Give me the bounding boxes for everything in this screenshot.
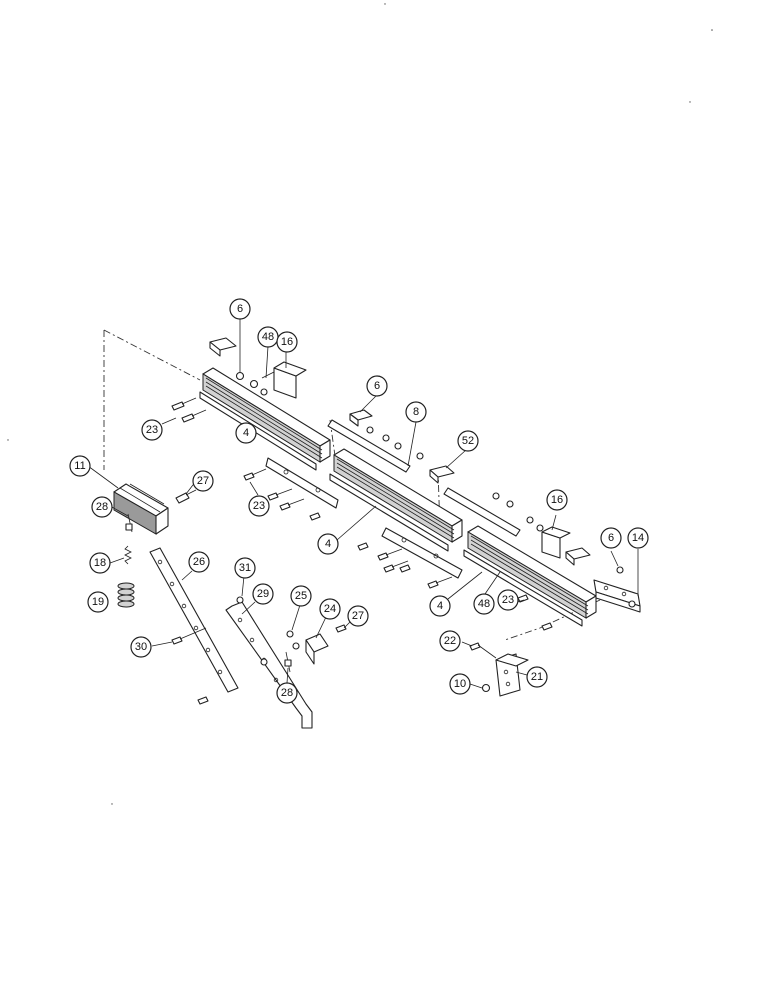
callout-22: 22 — [439, 630, 461, 652]
svg-text:6: 6 — [237, 303, 243, 315]
svg-text:27: 27 — [352, 610, 364, 622]
svg-text:16: 16 — [551, 494, 563, 506]
dashed-alignment-right — [504, 599, 601, 641]
bolt-23-group-1 — [171, 397, 207, 423]
fasteners — [171, 371, 636, 631]
svg-text:28: 28 — [281, 687, 293, 699]
carriage-assembly — [113, 483, 197, 608]
callout-27-bracket: 27 — [347, 605, 369, 627]
callout-27-carriage: 27 — [192, 470, 214, 492]
callout-48-right: 48 — [473, 593, 495, 615]
svg-text:4: 4 — [325, 538, 331, 550]
callout-8: 8 — [405, 401, 427, 423]
dashed-alignment-left — [103, 329, 201, 470]
svg-text:24: 24 — [324, 603, 336, 615]
callout-19: 19 — [87, 591, 109, 613]
svg-text:28: 28 — [96, 501, 108, 513]
svg-text:30: 30 — [135, 641, 147, 653]
callout-31: 31 — [234, 557, 256, 579]
callout-16-top: 16 — [276, 331, 298, 353]
svg-text:26: 26 — [193, 556, 205, 568]
callout-24: 24 — [319, 598, 341, 620]
callout-25: 25 — [290, 585, 312, 607]
svg-text:10: 10 — [454, 678, 466, 690]
svg-text:23: 23 — [253, 500, 265, 512]
callout-23-top: 23 — [141, 419, 163, 441]
svg-text:4: 4 — [243, 427, 249, 439]
callout-4-middle: 4 — [317, 533, 339, 555]
callout-48-top: 48 — [257, 326, 279, 348]
svg-text:21: 21 — [531, 671, 543, 683]
callout-28-carriage: 28 — [91, 496, 113, 518]
header-bracket-21 — [469, 642, 529, 697]
bolt-23-group-2 — [243, 468, 321, 521]
callout-14: 14 — [627, 527, 649, 549]
svg-text:27: 27 — [197, 475, 209, 487]
svg-text:19: 19 — [92, 596, 104, 608]
rail-section-3 — [463, 525, 641, 627]
svg-text:11: 11 — [74, 460, 85, 472]
callout-21: 21 — [526, 666, 548, 688]
svg-text:23: 23 — [502, 594, 514, 606]
straight-arm-26 — [149, 547, 239, 693]
callout-4-top: 4 — [235, 422, 257, 444]
rail-section-1 — [199, 367, 339, 509]
callout-10: 10 — [449, 673, 471, 695]
svg-text:6: 6 — [374, 380, 380, 392]
callout-11: 11 — [69, 455, 91, 477]
scan-noise — [7, 3, 713, 805]
callout-29: 29 — [252, 583, 274, 605]
bolt-group-3 — [357, 542, 453, 589]
callout-16-right: 16 — [546, 489, 568, 511]
svg-text:25: 25 — [295, 590, 307, 602]
callout-26: 26 — [188, 551, 210, 573]
callout-6-top: 6 — [229, 298, 251, 320]
callout-23-right: 23 — [497, 589, 519, 611]
clips-and-brackets — [209, 337, 591, 566]
svg-text:48: 48 — [262, 331, 274, 343]
rail-section-2 — [327, 419, 521, 579]
callouts: 6 48 16 6 8 52 23 4 11 27 28 23 4 16 6 1… — [69, 298, 649, 704]
svg-text:23: 23 — [146, 424, 158, 436]
connector-bracket-24 — [284, 624, 347, 673]
callout-30: 30 — [130, 636, 152, 658]
svg-text:14: 14 — [632, 532, 644, 544]
callout-6-middle: 6 — [366, 375, 388, 397]
callout-52: 52 — [457, 430, 479, 452]
callout-4-right: 4 — [429, 595, 451, 617]
svg-text:52: 52 — [462, 435, 474, 447]
svg-text:22: 22 — [444, 635, 456, 647]
svg-text:29: 29 — [257, 588, 269, 600]
callout-18: 18 — [89, 552, 111, 574]
svg-text:6: 6 — [608, 532, 614, 544]
svg-text:16: 16 — [281, 336, 293, 348]
svg-text:18: 18 — [94, 557, 106, 569]
svg-text:4: 4 — [437, 600, 443, 612]
svg-text:31: 31 — [239, 562, 251, 574]
callout-23-middle: 23 — [248, 495, 270, 517]
callout-28-bracket: 28 — [276, 682, 298, 704]
svg-text:8: 8 — [413, 406, 419, 418]
callout-6-right: 6 — [600, 527, 622, 549]
svg-text:48: 48 — [478, 598, 490, 610]
